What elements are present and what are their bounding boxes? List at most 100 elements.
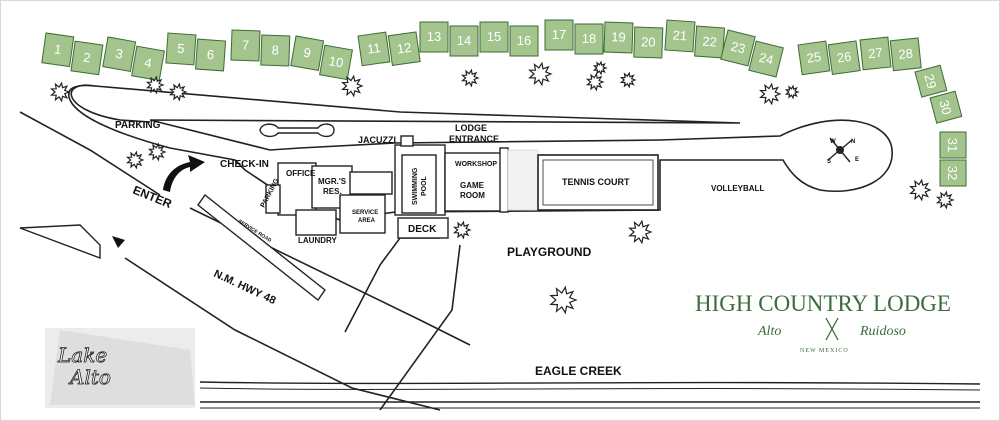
cabin-unit [290,35,325,71]
cabin-unit [102,36,137,72]
compass-e: E [855,157,859,163]
cabin-number: 24 [757,50,775,68]
cabin-unit [387,31,421,67]
cabin-unit [131,45,166,82]
crossed-skis-icon [825,317,839,341]
cabin-number: 29 [921,72,939,90]
lake-label-2: Alto [68,365,111,389]
road-left-spur [19,224,101,260]
cabin-unit [195,38,227,72]
cabin-unit [479,21,509,53]
cabin-number: 5 [177,41,185,56]
brand-left: Alto [757,324,781,339]
lake-alto [45,328,195,408]
game-room-label: GAME [460,181,485,190]
cabin-unit-east: 29 [914,64,948,98]
tree-icon [935,190,955,210]
cabin-unit-east: 30 [929,90,963,124]
tree-icon [452,220,472,240]
cabin-number: 14 [457,33,471,48]
office-label: OFFICE [286,169,316,178]
trees [49,60,955,315]
cabin-unit [319,44,354,81]
tree-icon [549,285,578,315]
service-area-label-2: AREA [358,218,376,224]
office-building [265,162,393,236]
compass-icon [827,137,853,163]
cabin-unit [41,32,75,68]
cabin-number: 18 [582,31,596,46]
brand-right: Ruidoso [859,324,906,339]
entry-road-2 [379,244,461,411]
parking-island [259,123,335,138]
cabin-number: 19 [611,29,626,44]
cabin-number: 13 [427,29,441,44]
cabin-unit-east: 31 [939,131,967,159]
tree-icon [125,150,145,170]
tree-icon [784,84,800,100]
laundry-label: LAUNDRY [298,236,337,245]
tree-icon [909,178,932,202]
tree-icon [168,82,188,102]
brand-name: HIGH COUNTRY LODGE [695,291,951,316]
swimming-pool-label-2: POOL [421,175,428,196]
cabin-number: 11 [366,40,381,57]
cabin-unit [633,26,664,59]
cabin-number: 1 [53,41,62,57]
lake-label-1: Lake [57,343,107,367]
mgrs-res-label: MGR.'S [318,177,347,186]
enter-arrow-icon [163,155,205,192]
service-road [197,193,326,302]
cabin-number: 2 [82,50,91,66]
cabin-unit [603,21,634,54]
cabin-unit [449,25,479,57]
cabin-number: 16 [517,33,531,48]
cabin-number: 28 [898,46,914,62]
tree-icon [619,71,637,89]
cabin-unit [509,25,539,57]
cabin-unit [230,29,261,62]
tree-icon [145,75,165,95]
lodge-entrance-label: LODGE [455,123,487,133]
cabin-pair: 23 24 [720,29,784,78]
cabin-unit [260,34,291,67]
court-apron [507,149,539,211]
cabin-unit [574,23,604,55]
lodge-building [394,135,509,239]
tree-icon [628,219,653,245]
cabin-pair: 34 [102,36,166,82]
tree-icon [147,142,167,162]
cabin-number: 6 [206,47,214,62]
tennis-court [537,154,659,211]
eagle-creek-label: EAGLE CREEK [535,364,622,378]
cabin-unit [929,90,963,124]
lodge-entrance-label-2: ENTRANCE [449,134,499,144]
cabin-number: 20 [641,34,656,49]
tree-icon [528,61,553,87]
cabin-unit [797,40,831,76]
cabin-number: 22 [702,34,717,50]
cabin-unit [664,19,696,53]
tree-icon [341,74,364,98]
cabin-unit [939,159,967,187]
cabin-pair: 13 14 [419,21,479,57]
tennis-court-label: TENNIS COURT [562,177,630,187]
cabin-pair: 910 [290,35,354,81]
cabin-number: 30 [936,98,954,116]
cabin-unit [544,19,574,51]
service-area-label: SERVICE [352,210,378,216]
cabin-number: 26 [836,49,852,66]
cabin-unit [694,25,726,59]
cabin-number: 23 [729,38,747,56]
game-room-label-2: ROOM [460,191,485,200]
highway-edge-south-2 [124,257,441,411]
volleyball-label: VOLLEYBALL [711,184,764,193]
cabin-unit [357,31,391,67]
cabin-unit [859,36,892,71]
cabin-number: 9 [302,45,312,61]
